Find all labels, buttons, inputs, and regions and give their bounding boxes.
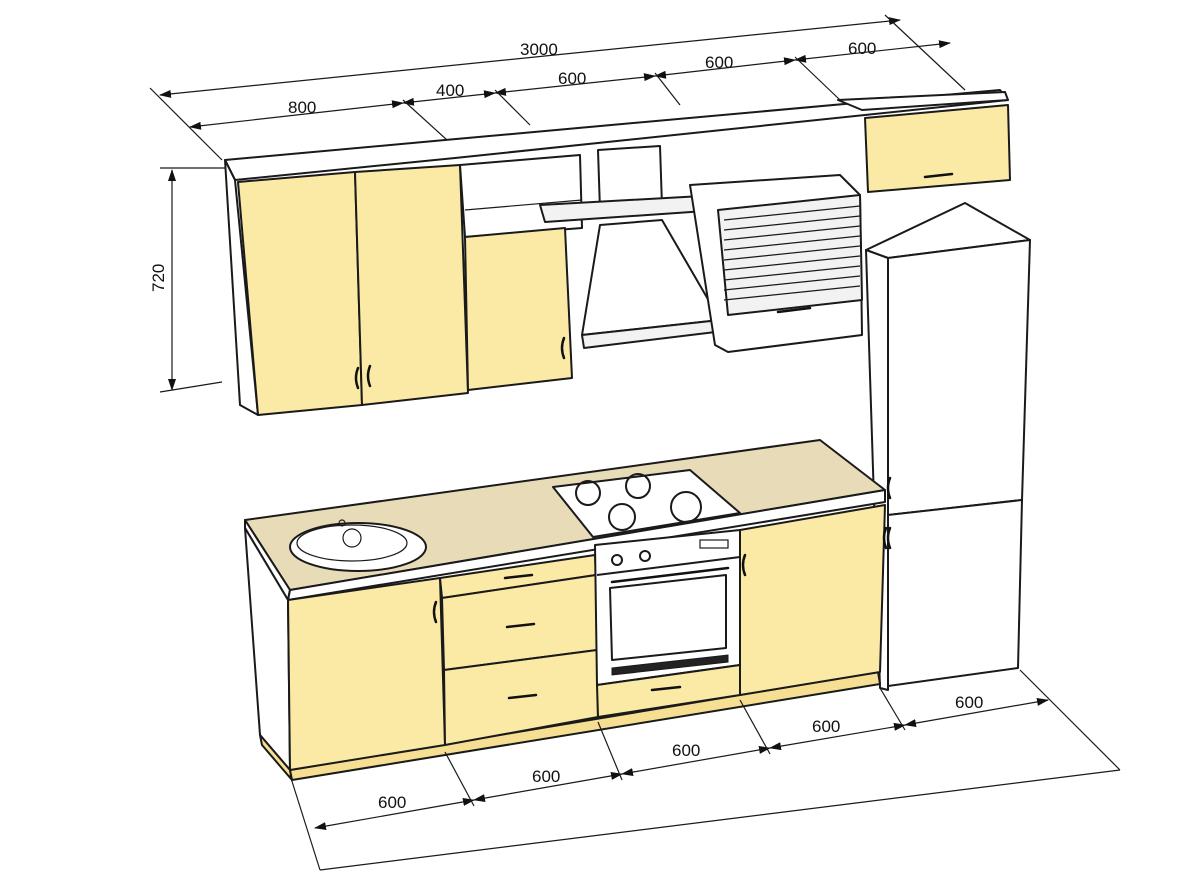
fridge-upper-door (887, 239, 1031, 516)
dim-line-upper-5 (794, 40, 951, 63)
dim-total-label: 3000 (520, 40, 558, 59)
oven-window (609, 574, 727, 661)
dim-line-lower-1 (314, 797, 475, 831)
upper-door-1 (237, 171, 363, 416)
sink-drain-icon (342, 528, 362, 548)
dim-upper-label-5: 600 (848, 39, 876, 58)
fridge-unit (865, 202, 1031, 691)
base-cabinets (244, 439, 888, 781)
base-door-left (287, 577, 446, 771)
dim-upper-label-2: 400 (436, 81, 464, 100)
dim-line-total (159, 17, 901, 98)
dim-line-upper-4 (654, 57, 796, 79)
fridge-lower-door (887, 499, 1023, 687)
dim-line-lower-2 (473, 771, 623, 803)
upper-door-3 (464, 227, 573, 391)
oven-display (699, 539, 729, 549)
dim-lower-label-3: 600 (672, 741, 700, 760)
top-dimensions: 3000 800 400 600 600 600 720 (149, 14, 966, 393)
burner-4-icon (670, 491, 702, 523)
upper-right-top (837, 91, 1009, 111)
upper-open-shelf (459, 154, 583, 238)
dim-height-label: 720 (149, 264, 168, 292)
dim-lower-label-1: 600 (378, 793, 406, 812)
bottom-dimensions: 600 600 600 600 600 (289, 669, 1121, 871)
oven-knob-2-icon (639, 550, 651, 562)
dim-line-upper-1 (189, 100, 404, 130)
dim-line-lower-4 (769, 722, 906, 751)
oven-knob-1-icon (611, 554, 623, 566)
burner-1-icon (575, 480, 601, 506)
dim-upper-label-1: 800 (288, 98, 316, 117)
upper-cabinets (224, 89, 1011, 416)
upper-door-right (864, 104, 1011, 193)
dim-lower-label-2: 600 (532, 767, 560, 786)
dim-lower-label-5: 600 (955, 693, 983, 712)
upper-door-2 (354, 164, 469, 406)
sink-inner (296, 524, 408, 562)
base-door-right (739, 504, 886, 696)
dim-upper-label-4: 600 (705, 53, 733, 72)
dim-line-lower-5 (904, 697, 1049, 728)
dim-line-lower-3 (621, 745, 771, 777)
oven-vent (611, 654, 729, 676)
faucet-hole-icon (338, 519, 346, 527)
dim-line-upper-2 (402, 90, 496, 106)
countertop-edge-front (287, 489, 886, 601)
burner-3-icon (608, 503, 636, 531)
burner-2-icon (625, 473, 651, 499)
dim-upper-label-3: 600 (558, 69, 586, 88)
dim-lower-label-4: 600 (812, 717, 840, 736)
shutter-slats (723, 205, 861, 301)
dim-line-upper-3 (494, 73, 656, 96)
